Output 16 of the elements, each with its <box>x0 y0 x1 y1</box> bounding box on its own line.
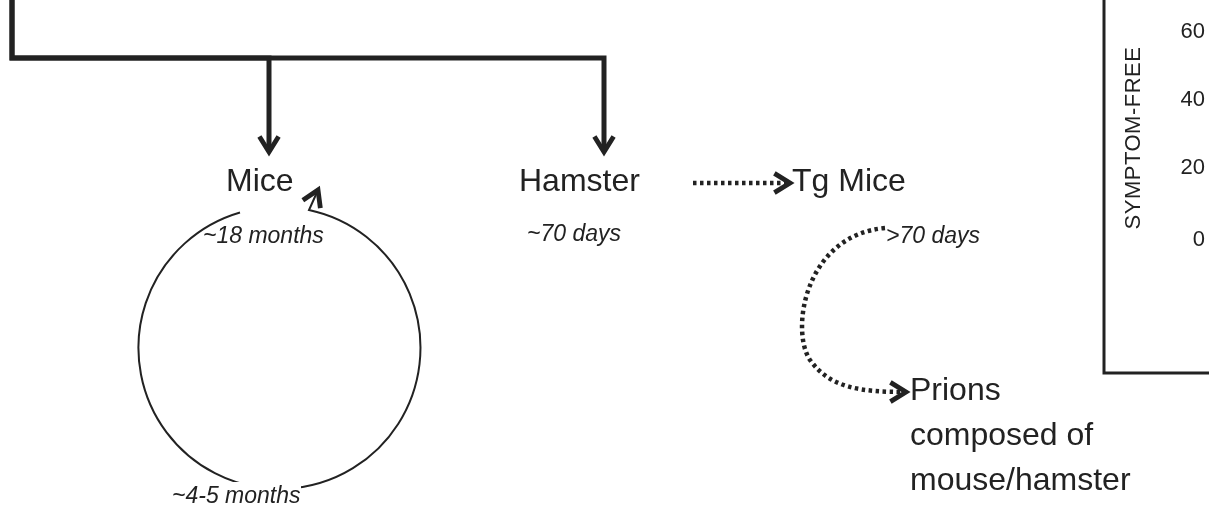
node-label: Prions composed of mouse/hamster <box>910 367 1150 502</box>
tick-label: 20 <box>1180 154 1205 180</box>
tick-label: 40 <box>1180 86 1205 112</box>
axis-title: SYMPTOM-FREE <box>1120 46 1146 230</box>
node-label: Mice <box>226 158 296 203</box>
arrow <box>693 171 793 195</box>
node-label: Tg Mice <box>792 158 942 203</box>
duration-label: >70 days <box>886 222 980 249</box>
node-label: Hamster <box>519 158 689 203</box>
tick-label: 0 <box>1192 226 1205 252</box>
arrow <box>799 225 909 404</box>
duration-label: ~18 months <box>203 222 324 249</box>
loop-arrow <box>137 187 422 490</box>
arrow <box>9 0 616 155</box>
tick-label: 60 <box>1180 18 1205 44</box>
duration-label: ~70 days <box>527 220 621 247</box>
